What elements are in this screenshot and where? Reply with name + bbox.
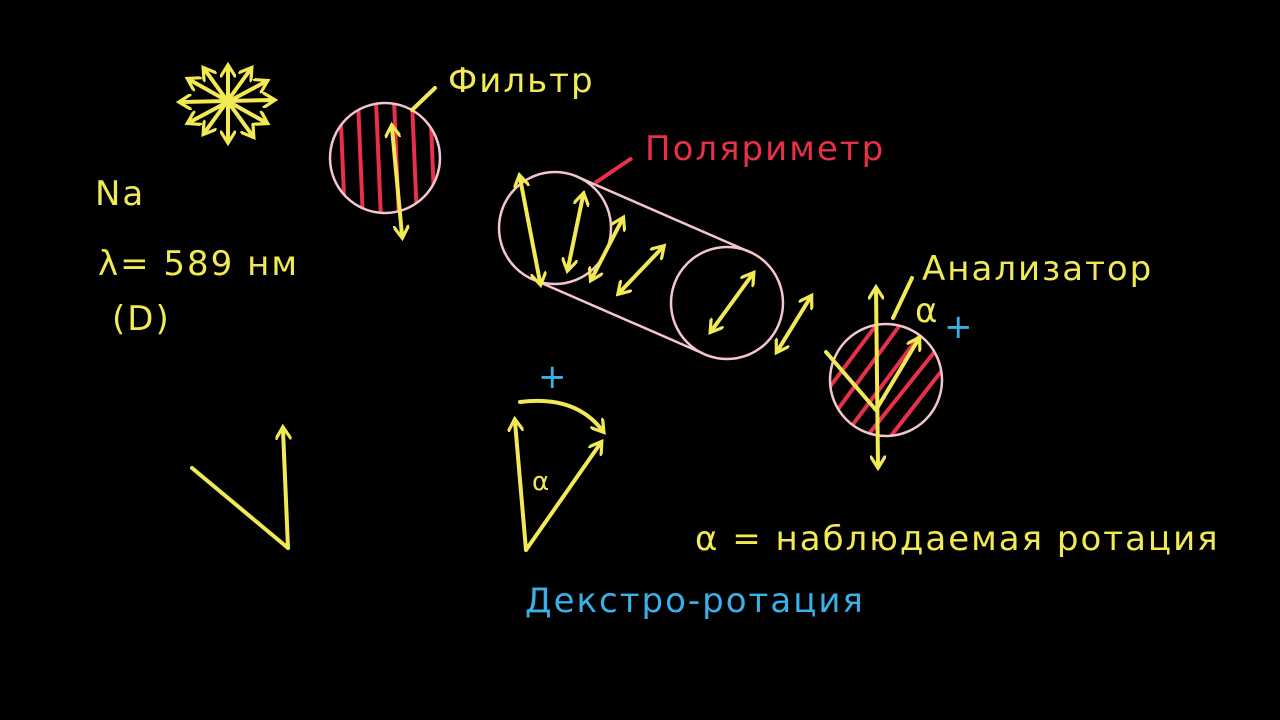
rotation-plus: + <box>538 357 569 397</box>
rotation-alpha: α <box>532 467 551 497</box>
polarimeter-label: Поляриметр <box>645 129 885 169</box>
polarization-vectors <box>190 430 288 550</box>
polarimeter-tube <box>497 156 810 361</box>
analyzer-plus: + <box>944 307 975 347</box>
d-line-label: (D) <box>112 299 171 339</box>
analyzer-alpha: α <box>915 291 939 331</box>
filter <box>328 86 442 235</box>
analyzer-label: Анализатор <box>922 249 1153 289</box>
unpolarized-light-icon <box>182 68 272 140</box>
wavelength-label: λ= 589 нм <box>98 244 299 284</box>
dextro-rotation-label: Декстро-ротация <box>525 581 865 621</box>
alpha-definition: α = наблюдаемая ротация <box>695 519 1220 559</box>
sodium-label: Na <box>95 174 145 214</box>
dextro-rotation-diagram <box>515 398 602 552</box>
analyzer <box>824 276 944 465</box>
filter-label: Фильтр <box>448 61 595 101</box>
